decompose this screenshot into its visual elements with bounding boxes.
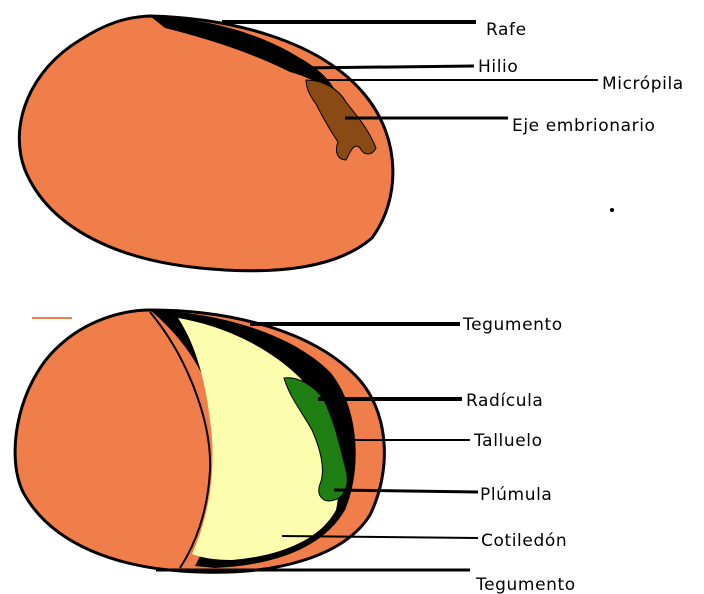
- label-hilio: Hilio: [478, 57, 518, 77]
- speck-dot: [610, 208, 614, 212]
- label-tegumento-top: Tegumento: [462, 315, 563, 335]
- label-talluelo: Talluelo: [473, 431, 543, 451]
- label-micropila: Micrópila: [602, 74, 684, 94]
- label-tegumento-bottom: Tegumento: [475, 575, 576, 594]
- label-rafe: Rafe: [486, 20, 527, 40]
- top-labels: Rafe Hilio Micrópila Eje embrionario: [478, 20, 684, 136]
- label-cotiledon: Cotiledón: [481, 531, 567, 551]
- bottom-labels: Tegumento Radícula Talluelo Plúmula Coti…: [462, 315, 576, 594]
- bottom-seed: [15, 310, 384, 572]
- label-eje-embrionario: Eje embrionario: [512, 116, 656, 136]
- label-radicula: Radícula: [466, 391, 543, 411]
- top-seed-body: [19, 16, 393, 271]
- label-plumula: Plúmula: [480, 485, 552, 505]
- hilio-leader: [300, 66, 474, 68]
- top-seed: [19, 16, 614, 271]
- plumula-leader: [334, 490, 478, 492]
